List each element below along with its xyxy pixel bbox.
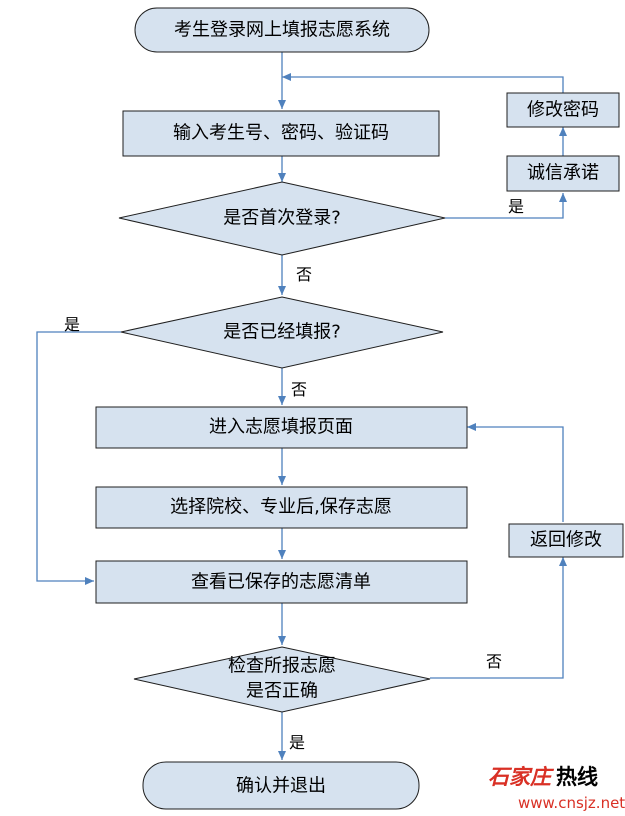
watermark-url: www.cnsjz.net [518,794,625,812]
end-label: 确认并退出 [236,776,326,797]
check-yes-label: 是 [289,733,305,752]
arrow-go-back-to-enter [467,423,564,522]
first-login-no-label: 否 [296,265,312,284]
first-login-yes-label: 是 [508,197,524,216]
check-label-line2: 是否正确 [246,681,318,702]
integrity-pledge-label: 诚信承诺 [527,163,599,184]
check-no-label: 否 [486,652,502,671]
view-list-node: 查看已保存的志愿清单 [95,560,468,604]
arrow-change-password-back-to-input [282,73,564,93]
select-save-node: 选择院校、专业后,保存志愿 [95,486,468,529]
check-label-line1: 检查所报志愿 [228,656,336,677]
filled-no-label: 否 [291,380,307,399]
arrow-first-login-yes-to-pledge [445,193,567,219]
go-back-label: 返回修改 [530,530,602,551]
filled-yes-label: 是 [64,315,80,334]
watermark-brand-script: 石家庄 [488,764,555,789]
start-label: 考生登录网上填报志愿系统 [174,20,390,41]
select-save-label: 选择院校、专业后,保存志愿 [170,497,392,518]
enter-page-label: 进入志愿填报页面 [209,417,353,438]
arrow-check-no-to-go-back [430,557,567,679]
enter-page-node: 进入志愿填报页面 [95,406,468,449]
check-decision: 检查所报志愿 是否正确 [133,646,431,713]
watermark: 石家庄 热线 www.cnsjz.net [488,764,625,812]
input-credentials-label: 输入考生号、密码、验证码 [173,123,389,144]
watermark-brand-hot: 热线 [556,765,598,789]
already-filled-label: 是否已经填报? [223,322,341,343]
start-node: 考生登录网上填报志愿系统 [134,7,430,53]
edge-labels: 是 否 是 否 否 是 [64,197,524,752]
first-login-label: 是否首次登录? [223,208,341,229]
go-back-node: 返回修改 [508,523,624,558]
first-login-decision: 是否首次登录? [118,181,446,256]
change-password-node: 修改密码 [506,92,620,128]
change-password-label: 修改密码 [527,100,599,121]
end-node: 确认并退出 [142,761,420,810]
integrity-pledge-node: 诚信承诺 [506,155,620,192]
view-list-label: 查看已保存的志愿清单 [191,572,371,593]
input-credentials-node: 输入考生号、密码、验证码 [122,110,440,157]
already-filled-decision: 是否已经填报? [120,296,444,369]
connectors [36,52,567,760]
arrow-filled-yes-to-view-list [36,331,121,585]
